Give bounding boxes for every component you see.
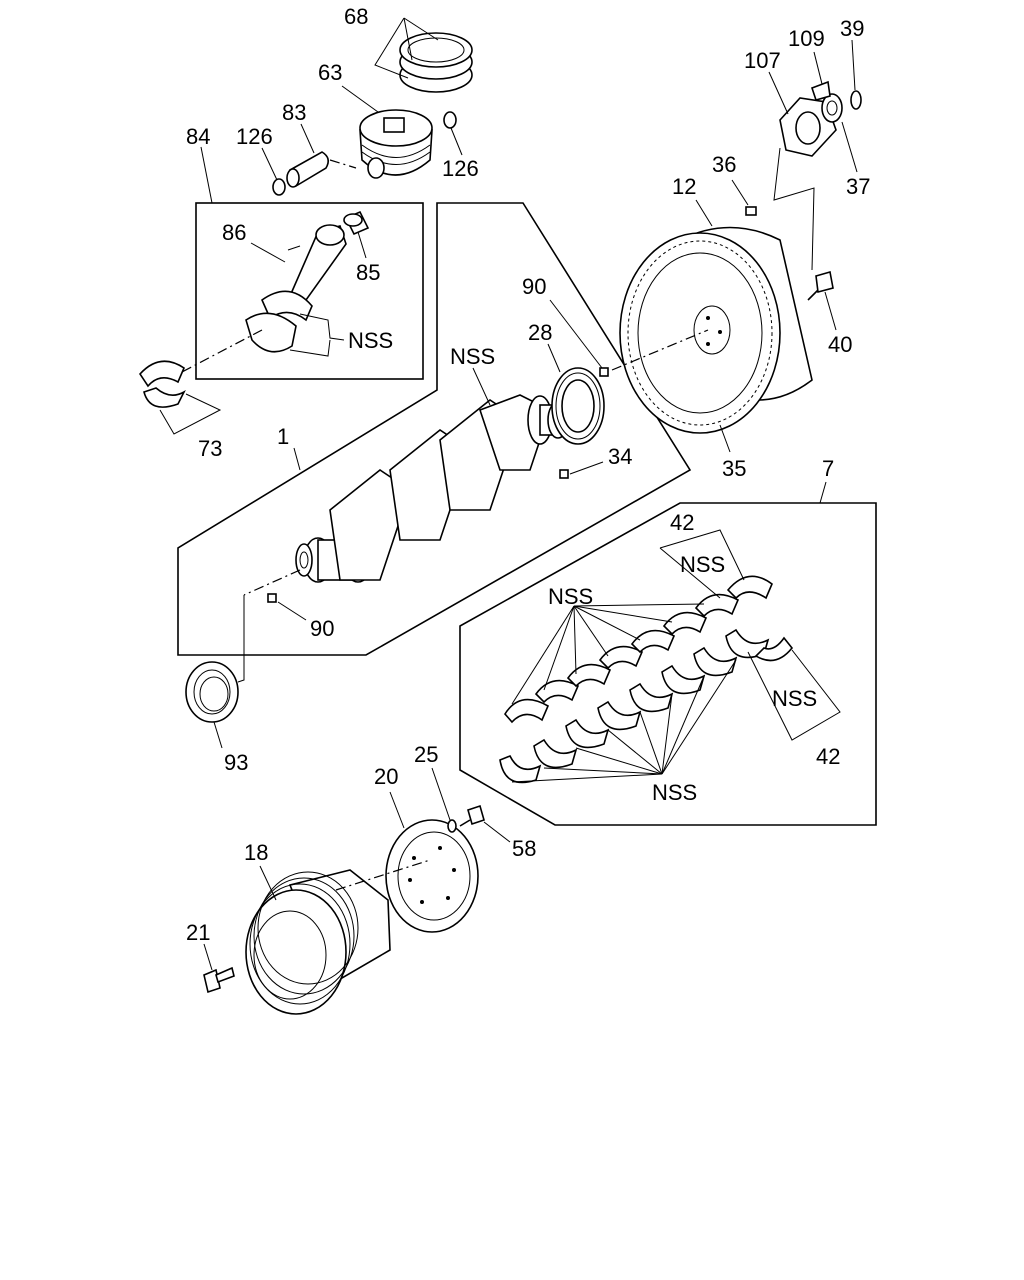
pin-36 xyxy=(745,206,757,216)
callout-36: 36 xyxy=(712,152,736,177)
callout-20: 20 xyxy=(374,764,398,789)
callout-nss-crank: NSS xyxy=(450,344,495,369)
main-bearing-box xyxy=(459,502,877,826)
callout-83: 83 xyxy=(282,100,306,125)
callout-85: 85 xyxy=(356,260,380,285)
callout-126-right: 126 xyxy=(442,156,479,181)
callout-84: 84 xyxy=(186,124,210,149)
piston-rings xyxy=(399,32,473,93)
washer-25 xyxy=(447,819,457,833)
connecting-rod xyxy=(245,224,347,353)
callout-42-bottom: 42 xyxy=(816,744,840,769)
callout-1: 1 xyxy=(277,424,289,449)
callout-126-left: 126 xyxy=(236,124,273,149)
leader-68 xyxy=(374,17,409,79)
callout-nss-top: NSS xyxy=(680,552,725,577)
snap-ring-left xyxy=(272,178,286,196)
dowel-pin-bottom xyxy=(267,593,277,603)
crank-pulley xyxy=(245,869,391,1015)
rear-oil-seal xyxy=(185,661,239,723)
callout-25: 25 xyxy=(414,742,438,767)
callout-28: 28 xyxy=(528,320,552,345)
callout-12: 12 xyxy=(672,174,696,199)
crank-gear xyxy=(551,367,605,445)
callout-37: 37 xyxy=(846,174,870,199)
callout-90-top: 90 xyxy=(522,274,546,299)
snap-ring-right xyxy=(443,111,457,129)
callout-86: 86 xyxy=(222,220,246,245)
callout-34: 34 xyxy=(608,444,632,469)
piston xyxy=(359,109,433,179)
rod-bearings xyxy=(138,360,186,408)
main-bearings-lower xyxy=(499,628,794,784)
damper-bolt xyxy=(459,804,485,827)
dowel-pin-top xyxy=(599,367,609,377)
crankshaft-box xyxy=(177,202,692,656)
nss-leader-fan xyxy=(511,529,841,783)
connecting-rod-box xyxy=(195,202,424,380)
callout-90-bottom: 90 xyxy=(310,616,334,641)
callout-7: 7 xyxy=(822,456,834,481)
callout-35: 35 xyxy=(722,456,746,481)
callout-39: 39 xyxy=(840,16,864,41)
rod-bushing xyxy=(343,210,370,236)
damper-plate xyxy=(385,819,479,933)
main-bearings-upper xyxy=(504,575,773,724)
callout-21: 21 xyxy=(186,920,210,945)
callout-58: 58 xyxy=(512,836,536,861)
pulley-bolt xyxy=(203,966,235,994)
callout-nss-rod: NSS xyxy=(348,328,393,353)
callout-nss-bottom: NSS xyxy=(652,780,697,805)
callout-63: 63 xyxy=(318,60,342,85)
piston-pin xyxy=(286,151,330,188)
flywheel-bolt xyxy=(807,270,834,301)
callout-73: 73 xyxy=(198,436,222,461)
key-34 xyxy=(559,469,569,479)
callout-40: 40 xyxy=(828,332,852,357)
crankshaft xyxy=(295,394,569,583)
callout-nss-right: NSS xyxy=(772,686,817,711)
pilot-bearing-assembly xyxy=(779,80,862,157)
callout-109: 109 xyxy=(788,26,825,51)
callout-nss-left: NSS xyxy=(548,584,593,609)
callout-68: 68 xyxy=(344,4,368,29)
flywheel xyxy=(619,226,813,434)
callout-93: 93 xyxy=(224,750,248,775)
callout-42-top: 42 xyxy=(670,510,694,535)
callout-107: 107 xyxy=(744,48,781,73)
callout-18: 18 xyxy=(244,840,268,865)
